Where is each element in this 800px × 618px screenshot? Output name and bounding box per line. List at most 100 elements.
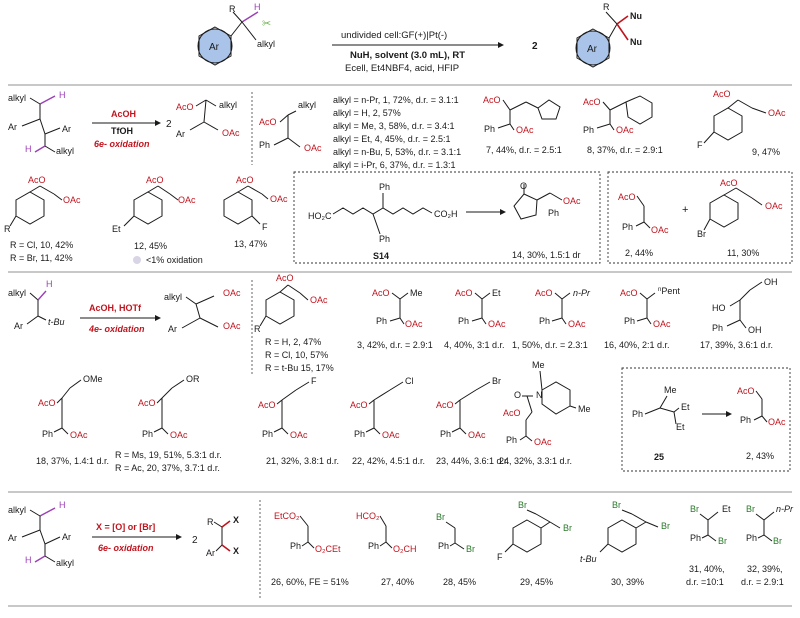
svg-text:Br: Br [661,521,670,531]
svg-text:Ar: Ar [8,533,17,543]
svg-text:Ph: Ph [259,140,270,150]
compound-label: 13, 47% [234,239,267,249]
table-row: alkyl = Et, 4, 45%, d.r. = 2.5:1 [333,134,451,144]
s1-arrow: AcOH TfOH 6e- oxidation [92,109,161,149]
svg-text:X: X [233,515,239,525]
svg-text:Ph: Ph [142,429,153,439]
s1-coeff: 2 [166,119,172,130]
compound-28: Br Ph Br 28, 45% [436,512,476,587]
compound-27: HCO₂ Ph O₂CH 27, 40% [356,511,417,587]
arrow-25 [702,411,732,417]
compound-2-10-15: AcO OAc R R = H, 2, 47% R = Cl, 10, 57% … [254,273,334,373]
product-aryl-ring-icon [575,30,611,66]
svg-text:Ph: Ph [42,429,53,439]
compound-29: Br Br F 29, 45% [497,500,572,587]
compound-label: 25 [654,452,664,462]
compound-label: 4, 40%, 3:1 d.r. [444,340,505,350]
table-row: alkyl = Me, 3, 58%, d.r. = 3.4:1 [333,121,455,131]
box-s14 [293,171,601,264]
compound-label: 9, 47% [752,147,780,157]
compound-12: AcO OAc Et 12, 45% <1% oxidation [112,175,203,265]
svg-text:alkyl: alkyl [219,100,237,110]
svg-text:Ph: Ph [368,541,379,551]
compound-16: AcO nPent Ph OAc 16, 40%, 2:1 d.r. [604,286,680,350]
svg-text:Ph: Ph [458,316,469,326]
table-row: alkyl = H, 2, 57% [333,108,401,118]
compound-label: 18, 37%, 1.4:1 d.r. [36,456,109,466]
svg-text:Ph: Ph [624,316,635,326]
svg-text:Ar: Ar [168,324,177,334]
svg-text:Br: Br [697,229,706,239]
compound-label: 2, 44% [625,248,653,258]
svg-text:OAc: OAc [768,108,786,118]
compound-label: 21, 32%, 3.8:1 d.r. [266,456,339,466]
sm-H: H [254,2,261,12]
compound-8: AcO Ph OAc 8, 37%, d.r. = 2.9:1 [583,95,663,155]
svg-text:AcO: AcO [503,408,521,418]
svg-text:F: F [311,376,317,386]
svg-text:alkyl: alkyl [8,93,26,103]
svg-text:AcO: AcO [276,273,294,283]
compound-11-box: AcO OAc Br 11, 30% [697,178,783,258]
s3-reagent: X = [O] or [Br] [96,522,155,532]
compound-label: 12, 45% [134,241,167,251]
svg-text:Br: Br [690,504,699,514]
compound-9: AcO OAc F 9, 47% [697,89,786,157]
compound-14: O OAc Ph 14, 30%, 1.5:1 dr [512,181,581,260]
svg-text:Br: Br [563,523,572,533]
product-Nu1: Nu [630,11,642,21]
svg-text:OAc: OAc [63,195,81,205]
svg-text:OAc: OAc [223,288,241,298]
s2-arrow: AcOH, HOTf 4e- oxidation [80,303,161,334]
conditions-line2: NuH, solvent (3.0 mL), RT [350,50,465,61]
svg-text:OAc: OAc [765,201,783,211]
product-Nu2: Nu [630,37,642,47]
conditions-line1: undivided cell:GF(+)|Pt(-) [341,30,447,41]
compound-4: AcO Et Ph OAc 4, 40%, 3:1 d.r. [444,288,506,350]
svg-text:OH: OH [764,277,778,287]
svg-text:R: R [254,324,261,334]
svg-text:OAc: OAc [488,319,506,329]
svg-text:alkyl: alkyl [8,505,26,515]
svg-text:Me: Me [664,385,677,395]
svg-text:OAc: OAc [534,437,552,447]
svg-text:Ph: Ph [262,429,273,439]
svg-text:Ph: Ph [354,429,365,439]
compound-18: OMe AcO Ph OAc 18, 37%, 1.4:1 d.r. [36,374,109,466]
svg-text:AcO: AcO [138,398,156,408]
product-R: R [603,2,610,12]
svg-text:Cl: Cl [405,376,414,386]
svg-text:O: O [514,390,521,400]
svg-text:Me: Me [532,360,545,370]
compound-label: S14 [373,251,389,261]
compound-label: d.r. =10:1 [686,577,724,587]
compound-label: 11, 30% [727,248,759,258]
s2-sub-label: t-Bu [48,317,65,327]
svg-text:AcO: AcO [737,386,755,396]
svg-text:Ar: Ar [62,124,71,134]
svg-text:OR: OR [186,374,200,384]
svg-text:Et: Et [112,224,121,234]
svg-text:F: F [262,222,268,232]
svg-text:alkyl: alkyl [298,100,316,110]
svg-text:Br: Br [612,500,621,510]
svg-text:AcO: AcO [146,175,164,185]
compound-label: 30, 39% [611,577,644,587]
svg-text:Et: Et [681,402,690,412]
svg-text:Ar: Ar [206,548,215,558]
svg-text:H: H [25,144,32,154]
svg-text:OAc: OAc [310,295,328,305]
svg-text:OAc: OAc [516,125,534,135]
table-row: alkyl = n-Pr, 1, 72%, d.r. = 3.1:1 [333,95,459,105]
svg-text:H: H [59,90,66,100]
compound-label: 22, 42%, 4.5:1 d.r. [352,456,425,466]
svg-text:Br: Br [492,376,501,386]
compound-label: R = H, 2, 47% [265,337,321,347]
svg-text:AcO: AcO [620,288,638,298]
svg-text:Et: Et [492,288,501,298]
svg-text:AcO: AcO [535,288,553,298]
svg-text:AcO: AcO [583,97,601,107]
svg-text:F: F [697,140,703,150]
svg-text:Ph: Ph [632,409,643,419]
